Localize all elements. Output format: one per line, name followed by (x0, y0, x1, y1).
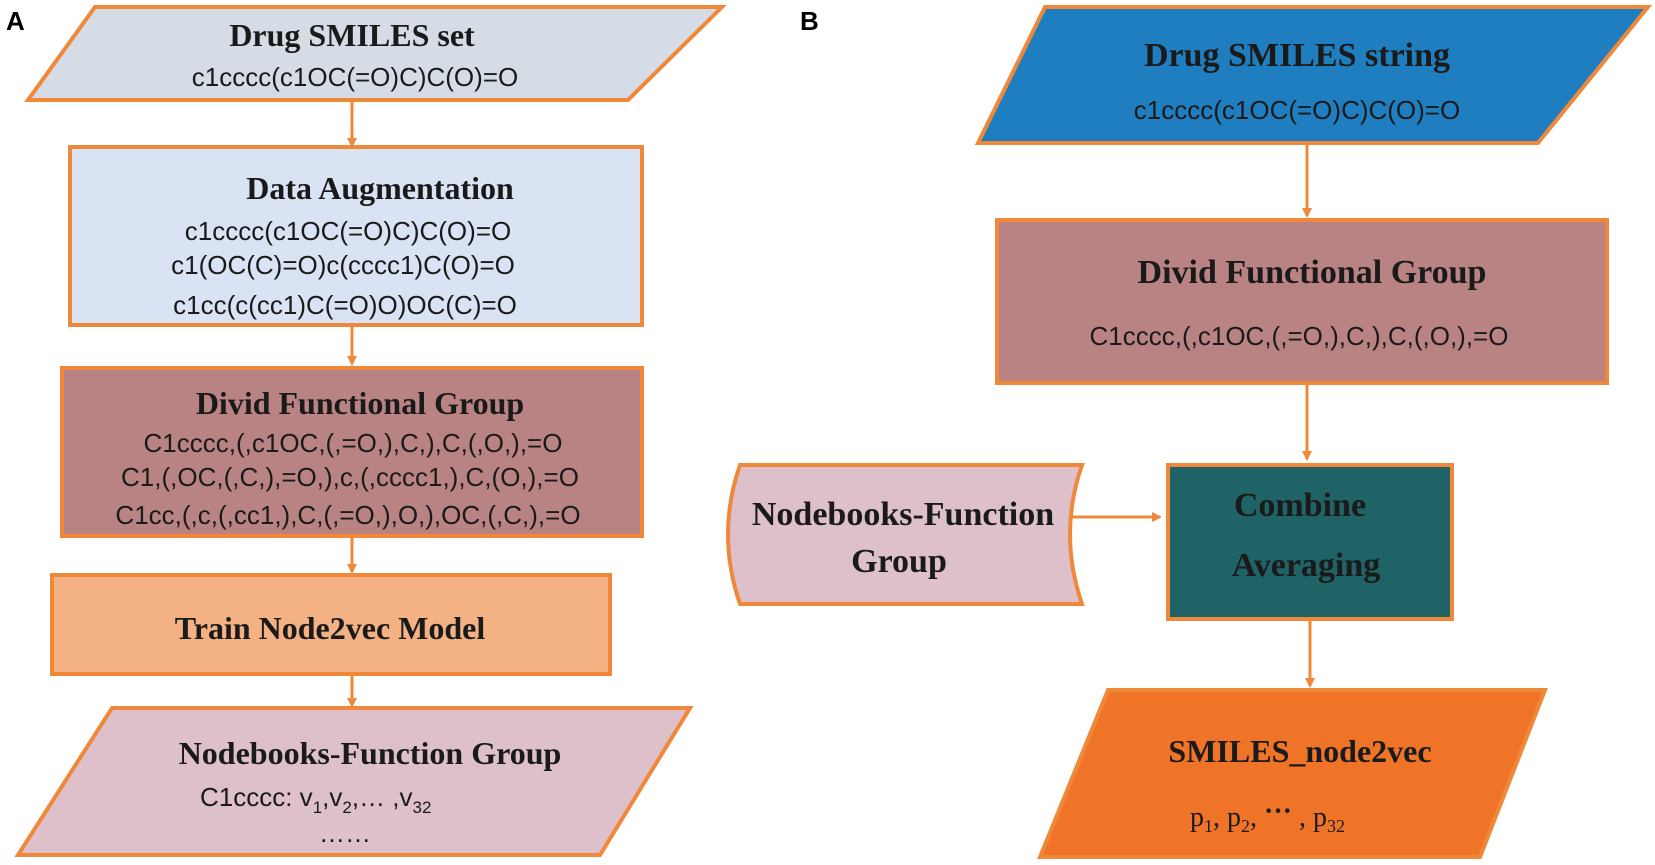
augmentation-line-3: c1cc(c(cc1)C(=O)O)OC(C)=O (173, 290, 517, 320)
panel-a-label: A (6, 6, 25, 36)
functional-group-a-title: Divid Functional Group (196, 385, 524, 421)
smiles-node2vec-title: SMILES_node2vec (1168, 733, 1431, 769)
drug-smiles-string-node: Drug SMILES string c1cccc(c1OC(=O)C)C(O)… (974, 5, 1653, 145)
train-model-title: Train Node2vec Model (175, 610, 486, 646)
functional-group-b-title: Divid Functional Group (1138, 254, 1487, 291)
combine-line-1: Combine (1234, 487, 1366, 524)
data-augmentation-node: Data Augmentation c1cccc(c1OC(=O)C)C(O)=… (68, 145, 644, 327)
augmentation-line-1: c1cccc(c1OC(=O)C)C(O)=O (185, 216, 511, 246)
smiles-node2vec-vector: p1, p2, ··· , p32 (1190, 796, 1345, 836)
data-augmentation-title: Data Augmentation (246, 170, 514, 206)
nodebooks-a-node: Nodebooks-Function Group C1cccc: v1,v2,…… (14, 706, 694, 857)
panel-b-label: B (800, 6, 819, 36)
functional-group-a-node: Divid Functional Group C1cccc,(,c1OC,(,=… (60, 366, 644, 538)
augmentation-line-2: c1(OC(C)=O)c(cccc1)C(O)=O (171, 250, 515, 280)
drug-smiles-set-value: c1cccc(c1OC(=O)C)C(O)=O (192, 62, 518, 92)
nodebooks-a-title: Nodebooks-Function Group (179, 735, 562, 771)
nodebooks-b-line-2: Group (851, 543, 947, 580)
drug-smiles-set-title: Drug SMILES set (229, 17, 475, 53)
combine-averaging-node: Combine Averaging (1166, 463, 1454, 621)
nodebooks-b-node: Nodebooks-Function Group (726, 463, 1085, 606)
smiles-node2vec-node: SMILES_node2vec p1, p2, ··· , p32 (1037, 688, 1548, 859)
functional-group-a-line-1: C1cccc,(,c1OC,(,=O,),C,),C,(,O,),=O (144, 428, 563, 458)
nodebooks-b-line-1: Nodebooks-Function (752, 496, 1054, 533)
combine-line-2: Averaging (1232, 547, 1381, 584)
functional-group-b-value: C1cccc,(,c1OC,(,=O,),C,),C,(,O,),=O (1090, 321, 1509, 351)
drug-smiles-string-value: c1cccc(c1OC(=O)C)C(O)=O (1134, 95, 1460, 125)
drug-smiles-string-title: Drug SMILES string (1144, 37, 1450, 74)
functional-group-a-line-2: C1,(,OC,(,C,),=O,),c,(,cccc1,),C,(O,),=O (121, 462, 579, 492)
nodebooks-a-ellipsis: …… (319, 818, 371, 848)
drug-smiles-set-node: Drug SMILES set c1cccc(c1OC(=O)C)C(O)=O (24, 5, 727, 102)
functional-group-a-line-3: C1cc,(,c,(,cc1,),C,(,=O,),O,),OC,(,C,),=… (115, 500, 580, 530)
train-model-node: Train Node2vec Model (50, 573, 612, 676)
functional-group-b-node: Divid Functional Group C1cccc,(,c1OC,(,=… (995, 218, 1609, 385)
nodebooks-a-vector: C1cccc: v1,v2,… ,v32 (200, 782, 431, 817)
